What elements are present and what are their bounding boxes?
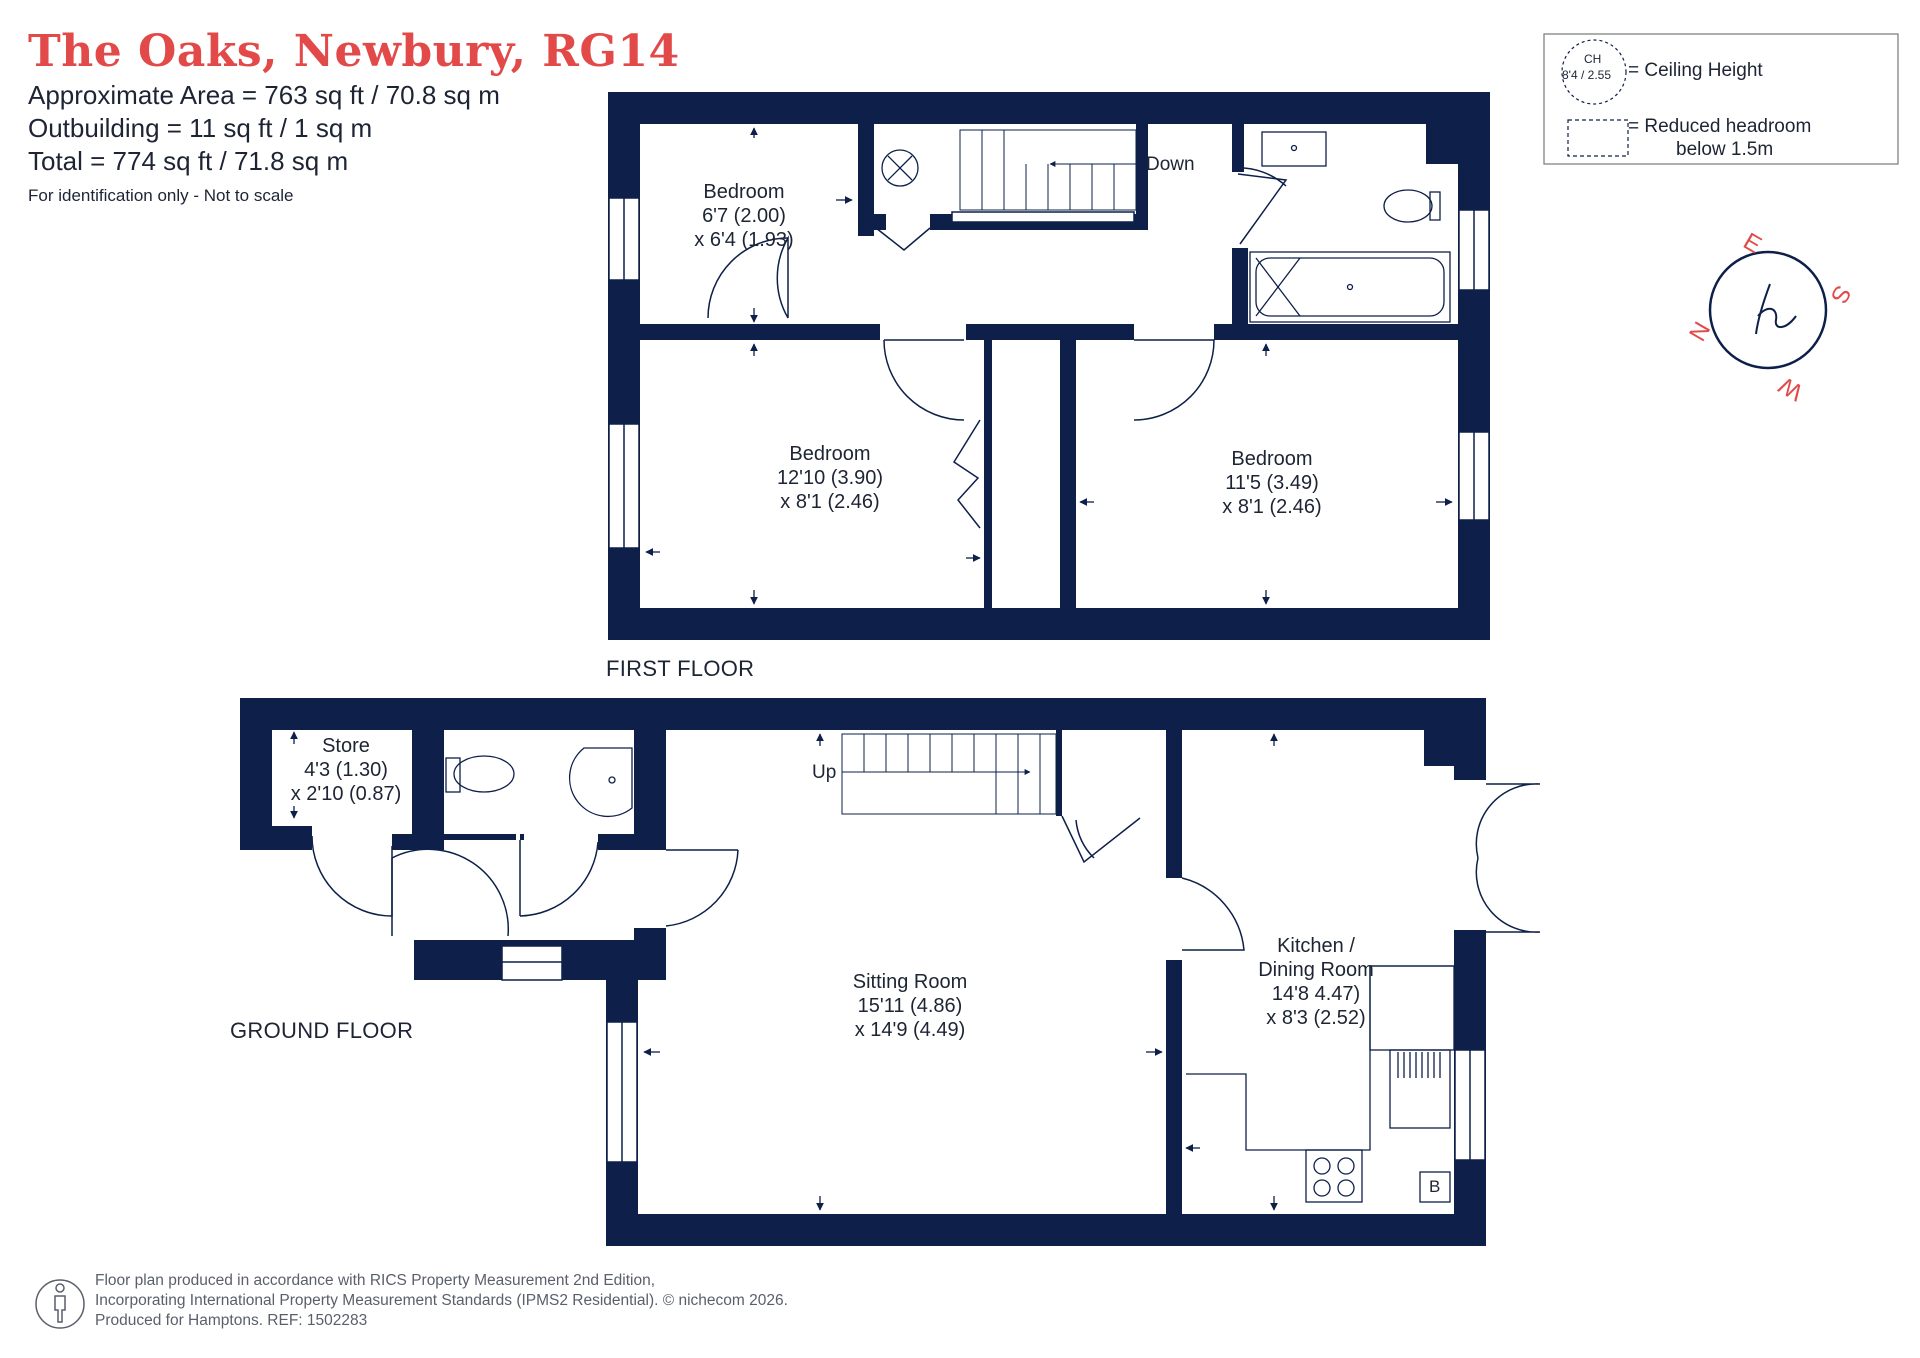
footer-line-3: Produced for Hamptons. REF: 1502283	[95, 1312, 368, 1329]
ground-floor-doors	[311, 783, 1541, 951]
ground-floor-walls	[240, 698, 1486, 1246]
ground-floor-arrows	[290, 731, 1278, 1211]
room-dim-1: 15'11 (4.86)	[857, 995, 963, 1017]
room-name: Store	[322, 735, 370, 757]
first-floor-fixtures	[881, 131, 1451, 323]
approximate-area: Approximate Area = 763 sq ft / 70.8 sq m	[28, 80, 500, 110]
first-floor-label: FIRST FLOOR	[606, 656, 755, 681]
legend-reduced-headroom: = Reduced headroom	[1628, 116, 1812, 137]
room-name-2: Dining Room	[1258, 959, 1374, 981]
first-floor-windows	[608, 197, 1490, 549]
first-floor-arrows	[645, 127, 1453, 605]
room-store: Store 4'3 (1.30) x 2'10 (0.87)	[278, 734, 414, 806]
footer-line-1: Floor plan produced in accordance with R…	[95, 1272, 656, 1289]
ground-floor-windows	[501, 945, 1486, 1163]
room-dim-1: 6'7 (2.00)	[702, 205, 786, 227]
legend-reduced-below: below 1.5m	[1676, 139, 1774, 160]
room-kitchen-dining: Kitchen / Dining Room 14'8 4.47) x 8'3 (…	[1244, 934, 1388, 1030]
compass-rose	[1708, 250, 1828, 370]
room-dim-2: x 14'9 (4.49)	[854, 1019, 966, 1041]
room-sitting: Sitting Room 15'11 (4.86) x 14'9 (4.49)	[830, 970, 990, 1042]
room-name: Sitting Room	[852, 971, 968, 993]
room-dim-1: 12'10 (3.90)	[776, 467, 884, 489]
room-dim-2: x 8'1 (2.46)	[780, 491, 880, 513]
stairs-down-label: Down	[1146, 154, 1195, 175]
room-name: Bedroom	[703, 181, 785, 203]
room-name: Bedroom	[1231, 448, 1313, 470]
person-scale-icon	[35, 1279, 85, 1329]
first-floor-doors	[707, 167, 1288, 529]
stairs-ground	[841, 733, 1057, 815]
ground-floor-label: GROUND FLOOR	[230, 1018, 414, 1043]
room-name-1: Kitchen /	[1277, 935, 1355, 957]
room-dim-1: 11'5 (3.49)	[1225, 472, 1319, 494]
footer-line-2: Incorporating International Property Mea…	[95, 1292, 788, 1309]
boiler-label: B	[1429, 1177, 1441, 1196]
room-dim-1: 4'3 (1.30)	[304, 759, 388, 781]
ground-floor-fixtures	[445, 747, 1455, 1203]
total-area: Total = 774 sq ft / 71.8 sq m	[28, 146, 349, 176]
stairs-first	[951, 129, 1137, 223]
room-bedroom-small: Bedroom 6'7 (2.00) x 6'4 (1.93)	[684, 180, 804, 252]
room-bedroom-left: Bedroom 12'10 (3.90) x 8'1 (2.46)	[770, 442, 890, 514]
radiator-grille	[1397, 1052, 1441, 1078]
room-dim-1: 14'8 4.47)	[1271, 983, 1361, 1005]
room-name: Bedroom	[789, 443, 871, 465]
page-title: The Oaks, Newbury, RG14	[28, 26, 680, 77]
legend-ceiling-height: = Ceiling Height	[1628, 60, 1763, 81]
room-dim-2: x 8'1 (2.46)	[1222, 496, 1322, 518]
legend-ch-abbr: CH	[1584, 52, 1602, 66]
stairs-up-label: Up	[812, 762, 837, 783]
identification-note: For identification only - Not to scale	[28, 186, 294, 205]
room-dim-2: x 6'4 (1.93)	[694, 229, 794, 251]
room-dim-2: x 8'3 (2.52)	[1266, 1007, 1366, 1029]
legend-ch-sample: 8'4 / 2.55	[1562, 68, 1611, 82]
room-dim-2: x 2'10 (0.87)	[290, 783, 402, 805]
room-bedroom-right: Bedroom 11'5 (3.49) x 8'1 (2.46)	[1212, 447, 1332, 519]
legend-box	[1543, 33, 1899, 165]
outbuilding-area: Outbuilding = 11 sq ft / 1 sq m	[28, 113, 373, 143]
first-floor-walls	[608, 92, 1490, 640]
